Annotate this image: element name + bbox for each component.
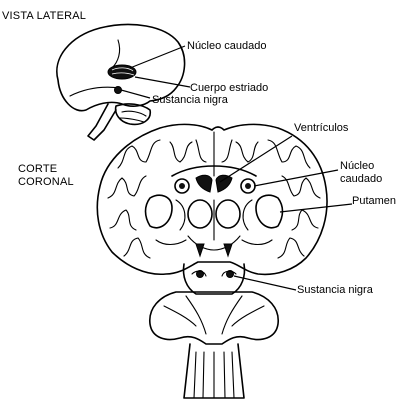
coronal-putamen-left (146, 195, 173, 228)
coronal-brain-outline (97, 124, 327, 274)
label-cuerpo-estriado: Cuerpo estriado (190, 82, 268, 94)
lateral-substantia-nigra (115, 87, 122, 94)
lateral-brainstem (88, 104, 116, 140)
heading-corte: CORTE (18, 163, 57, 175)
coronal-thalamus-left (188, 200, 212, 228)
label-sustancia-nigra-coronal: Sustancia nigra (297, 284, 373, 296)
heading-coronal: CORONAL (18, 176, 74, 188)
label-ventriculos: Ventrículos (294, 122, 348, 134)
label-nucleo-coronal: Núcleo (340, 160, 374, 172)
coronal-putamen-right (256, 195, 283, 228)
coronal-ventricle-right (216, 175, 232, 192)
pointer-sustancia-nigra-coronal (234, 276, 296, 290)
label-nucleo-caudado-lateral: Núcleo caudado (187, 40, 267, 52)
cerebellum-outline (150, 292, 278, 344)
pointer-putamen (280, 204, 352, 212)
coronal-thalamus-right (216, 200, 240, 228)
heading-vista-lateral: VISTA LATERAL (2, 10, 86, 22)
coronal-ventricle-left (196, 175, 212, 192)
coronal-section (97, 124, 327, 274)
label-putamen: Putamen (352, 195, 396, 207)
label-sustancia-nigra-lateral: Sustancia nigra (152, 94, 228, 106)
coronal-brainstem (150, 264, 278, 398)
midbrain-outline (184, 264, 245, 294)
pointer-nucleo-caudado-lateral (130, 46, 185, 68)
lateral-sulcus (70, 87, 120, 96)
pointer-sustancia-nigra-lateral (121, 90, 150, 98)
label-caudado-coronal: caudado (340, 173, 382, 185)
lateral-cerebellum (116, 104, 151, 124)
